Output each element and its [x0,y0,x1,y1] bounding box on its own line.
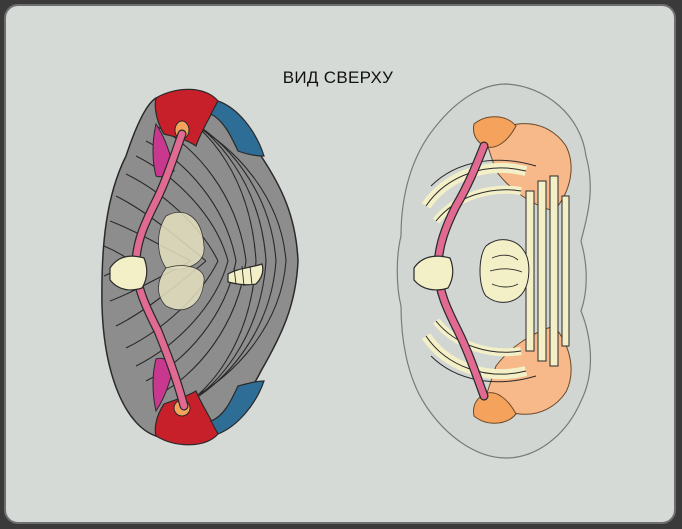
pubic-bone-right [414,256,453,290]
left-figure-muscles [102,89,298,444]
pelvic-floor-illustration [6,6,676,524]
sacrum-cluster [480,240,529,303]
diagram-panel: ВИД СВЕРХУ [4,4,676,524]
pubic-bone-left [110,256,147,290]
right-figure-skeleton [397,84,590,458]
